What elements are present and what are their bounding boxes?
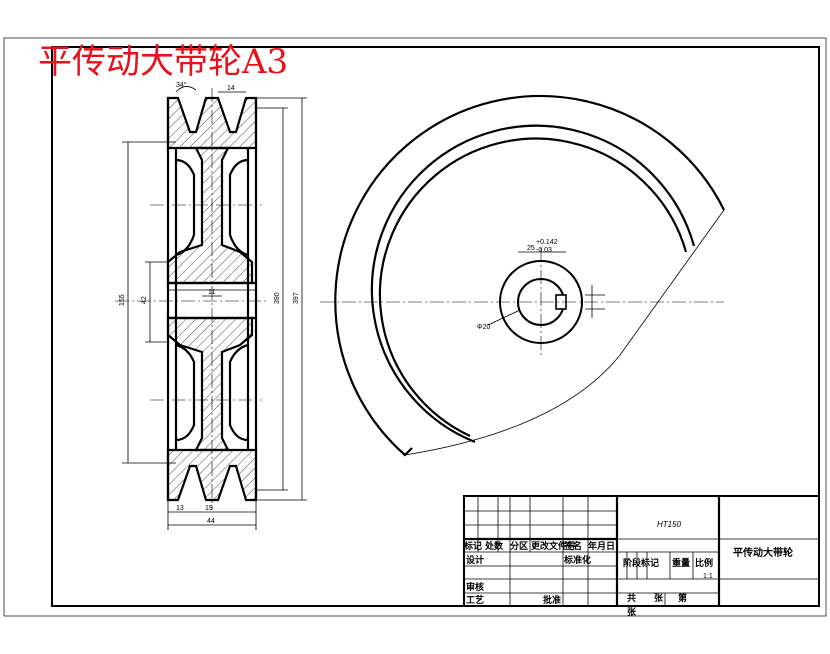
process-label: 工艺	[466, 594, 484, 606]
approve-label: 批准	[543, 594, 561, 606]
inner-rim-arc	[370, 124, 696, 444]
material-label: HT150	[657, 520, 682, 529]
title-block: HT150 平传动大带轮 标记 处数 分区 更改文件号 签名 年月日 设计 标准…	[463, 495, 820, 618]
sheet-inner-frame	[51, 46, 820, 607]
dim-pitch-dia: 390	[274, 292, 281, 304]
sheets-unit-label: 张	[654, 592, 664, 604]
dim-bore: 42	[141, 296, 148, 304]
inner-rim-arc-2	[378, 137, 688, 437]
dim-hub-outer: 155	[119, 294, 126, 306]
front-view: 25 +0.142 -0.03 Φ20	[320, 94, 725, 457]
dim-groove-angle: 34°	[176, 81, 187, 89]
dim-keyway-tol-upper: +0.142	[536, 239, 558, 246]
sheet-outer-border	[3, 37, 827, 617]
rev-date: 年月日	[588, 540, 615, 552]
dim-edge-width: 13	[176, 505, 184, 512]
dim-keyway-tol-lower: -0.03	[536, 247, 552, 254]
web-section-lower	[166, 316, 254, 452]
weight-label: 重量	[672, 557, 690, 569]
scale-value: 1:1	[703, 573, 713, 580]
outer-rim-arc	[334, 94, 725, 457]
sheet-no-label: 第	[678, 592, 687, 604]
dim-keyway-width: 11	[208, 289, 215, 296]
sheet-unit2-label: 张	[627, 606, 637, 618]
dim-hole-dia: Φ20	[477, 324, 490, 331]
dim-groove-spacing: 19	[205, 505, 213, 512]
scale-label: 比例	[695, 557, 713, 569]
rev-mark: 标记	[463, 540, 482, 552]
dim-groove-pitch: 14	[227, 85, 235, 92]
rev-zone: 分区	[510, 540, 528, 552]
design-label: 设计	[466, 554, 484, 566]
dim-outer-dia: 397	[293, 292, 300, 304]
dim-total-width: 44	[207, 518, 215, 525]
web-section	[166, 146, 254, 285]
drawing-title: 平传动大带轮A3	[38, 42, 288, 82]
check-label: 审核	[466, 581, 484, 593]
stage-mark-label: 阶段标记	[623, 557, 659, 569]
rev-sign: 签名	[563, 540, 582, 552]
rev-count: 处数	[484, 540, 504, 552]
section-view: 155 42 390 397 34° 14 11 13 19 44	[115, 81, 307, 530]
standardize-label: 标准化	[563, 554, 591, 566]
dim-keyway: 25	[527, 245, 535, 252]
rev-docno: 更改文件号	[531, 540, 576, 552]
sheets-total-label: 共	[627, 592, 636, 604]
part-name-label: 平传动大带轮	[733, 546, 793, 559]
